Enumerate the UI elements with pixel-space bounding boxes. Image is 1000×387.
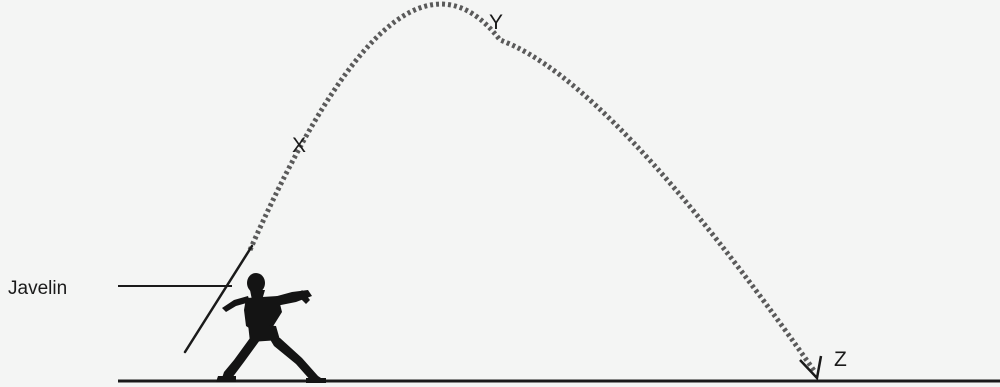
trajectory-arrowhead bbox=[800, 356, 821, 378]
point-x-label: X bbox=[292, 134, 306, 157]
trajectory-path bbox=[250, 4, 815, 372]
point-y-label: Y bbox=[489, 11, 503, 34]
thrower-silhouette-icon bbox=[216, 273, 326, 383]
javelin-label: Javelin bbox=[8, 278, 67, 299]
point-z-label: Z bbox=[834, 348, 847, 371]
